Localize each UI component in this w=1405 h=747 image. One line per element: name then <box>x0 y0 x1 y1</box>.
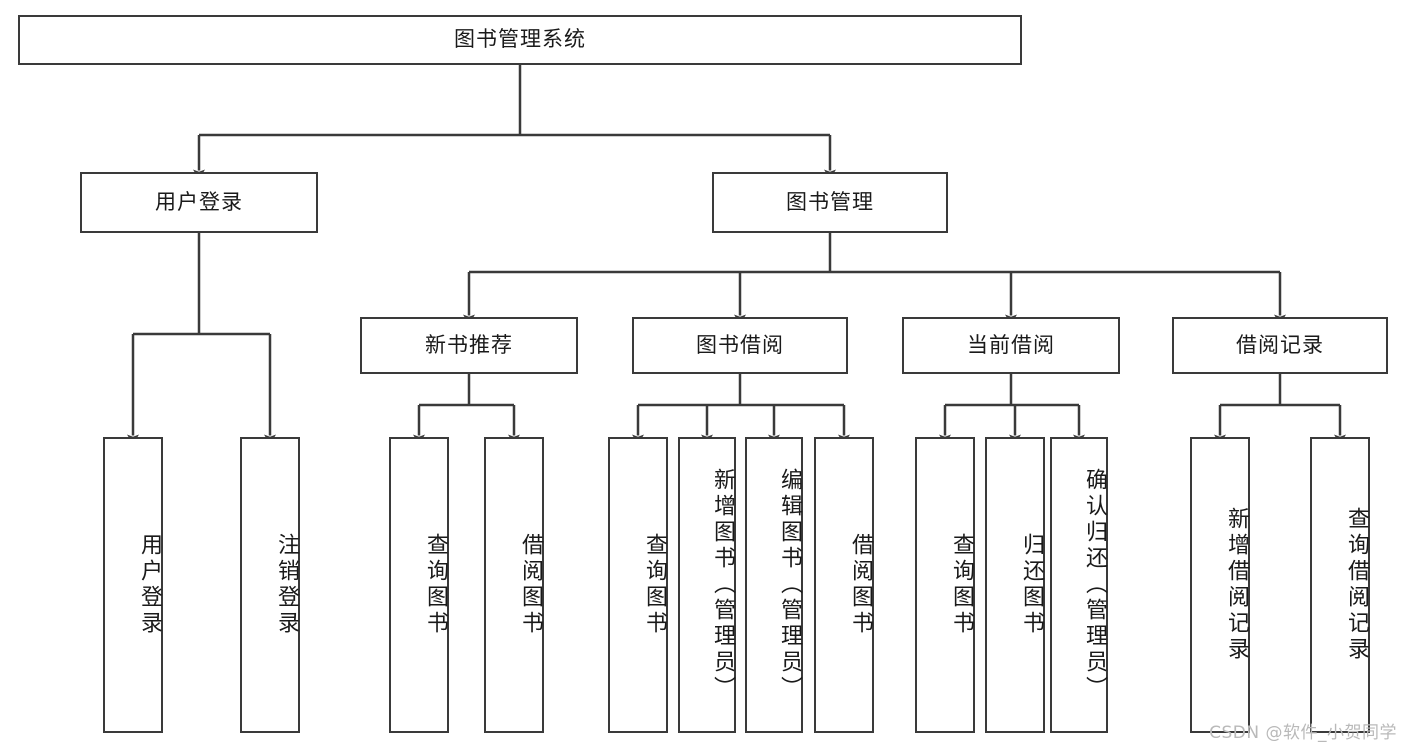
node-current[interactable]: 当前借阅 <box>902 317 1120 374</box>
node-label: 编辑图书（管理员） <box>777 468 802 702</box>
node-root[interactable]: 图书管理系统 <box>18 15 1022 65</box>
node-label: 用户登录 <box>137 533 162 637</box>
node-l13[interactable]: 查询借阅记录 <box>1310 437 1370 733</box>
node-label: 注销登录 <box>274 533 299 637</box>
node-label: 图书借阅 <box>696 332 784 357</box>
node-l12[interactable]: 新增借阅记录 <box>1190 437 1250 733</box>
node-label: 借阅图书 <box>848 533 873 637</box>
node-label: 借阅图书 <box>518 533 543 637</box>
node-label: 查询借阅记录 <box>1344 507 1369 663</box>
node-label: 图书管理 <box>786 189 874 214</box>
node-l8[interactable]: 借阅图书 <box>814 437 874 733</box>
node-l3[interactable]: 查询图书 <box>389 437 449 733</box>
node-label: 当前借阅 <box>967 332 1055 357</box>
node-label: 用户登录 <box>155 189 243 214</box>
node-label: 新书推荐 <box>425 332 513 357</box>
node-l6[interactable]: 新增图书（管理员） <box>678 437 736 733</box>
node-l5[interactable]: 查询图书 <box>608 437 668 733</box>
node-label: 查询图书 <box>423 533 448 637</box>
node-label: 确认归还（管理员） <box>1082 468 1107 702</box>
node-bookmgmt[interactable]: 图书管理 <box>712 172 948 233</box>
node-label: 查询图书 <box>642 533 667 637</box>
node-borrow[interactable]: 图书借阅 <box>632 317 848 374</box>
node-l11[interactable]: 确认归还（管理员） <box>1050 437 1108 733</box>
node-l7[interactable]: 编辑图书（管理员） <box>745 437 803 733</box>
node-label: 查询图书 <box>949 533 974 637</box>
watermark-label: CSDN @软件_小贺同学 <box>1209 723 1397 743</box>
node-l2[interactable]: 注销登录 <box>240 437 300 733</box>
node-newrec[interactable]: 新书推荐 <box>360 317 578 374</box>
node-l10[interactable]: 归还图书 <box>985 437 1045 733</box>
node-label: 新增借阅记录 <box>1224 507 1249 663</box>
node-label: 图书管理系统 <box>454 27 586 52</box>
node-login[interactable]: 用户登录 <box>80 172 318 233</box>
node-l9[interactable]: 查询图书 <box>915 437 975 733</box>
node-records[interactable]: 借阅记录 <box>1172 317 1388 374</box>
node-l4[interactable]: 借阅图书 <box>484 437 544 733</box>
node-label: 借阅记录 <box>1236 332 1324 357</box>
node-l1[interactable]: 用户登录 <box>103 437 163 733</box>
node-label: 归还图书 <box>1019 533 1044 637</box>
node-label: 新增图书（管理员） <box>710 468 735 702</box>
